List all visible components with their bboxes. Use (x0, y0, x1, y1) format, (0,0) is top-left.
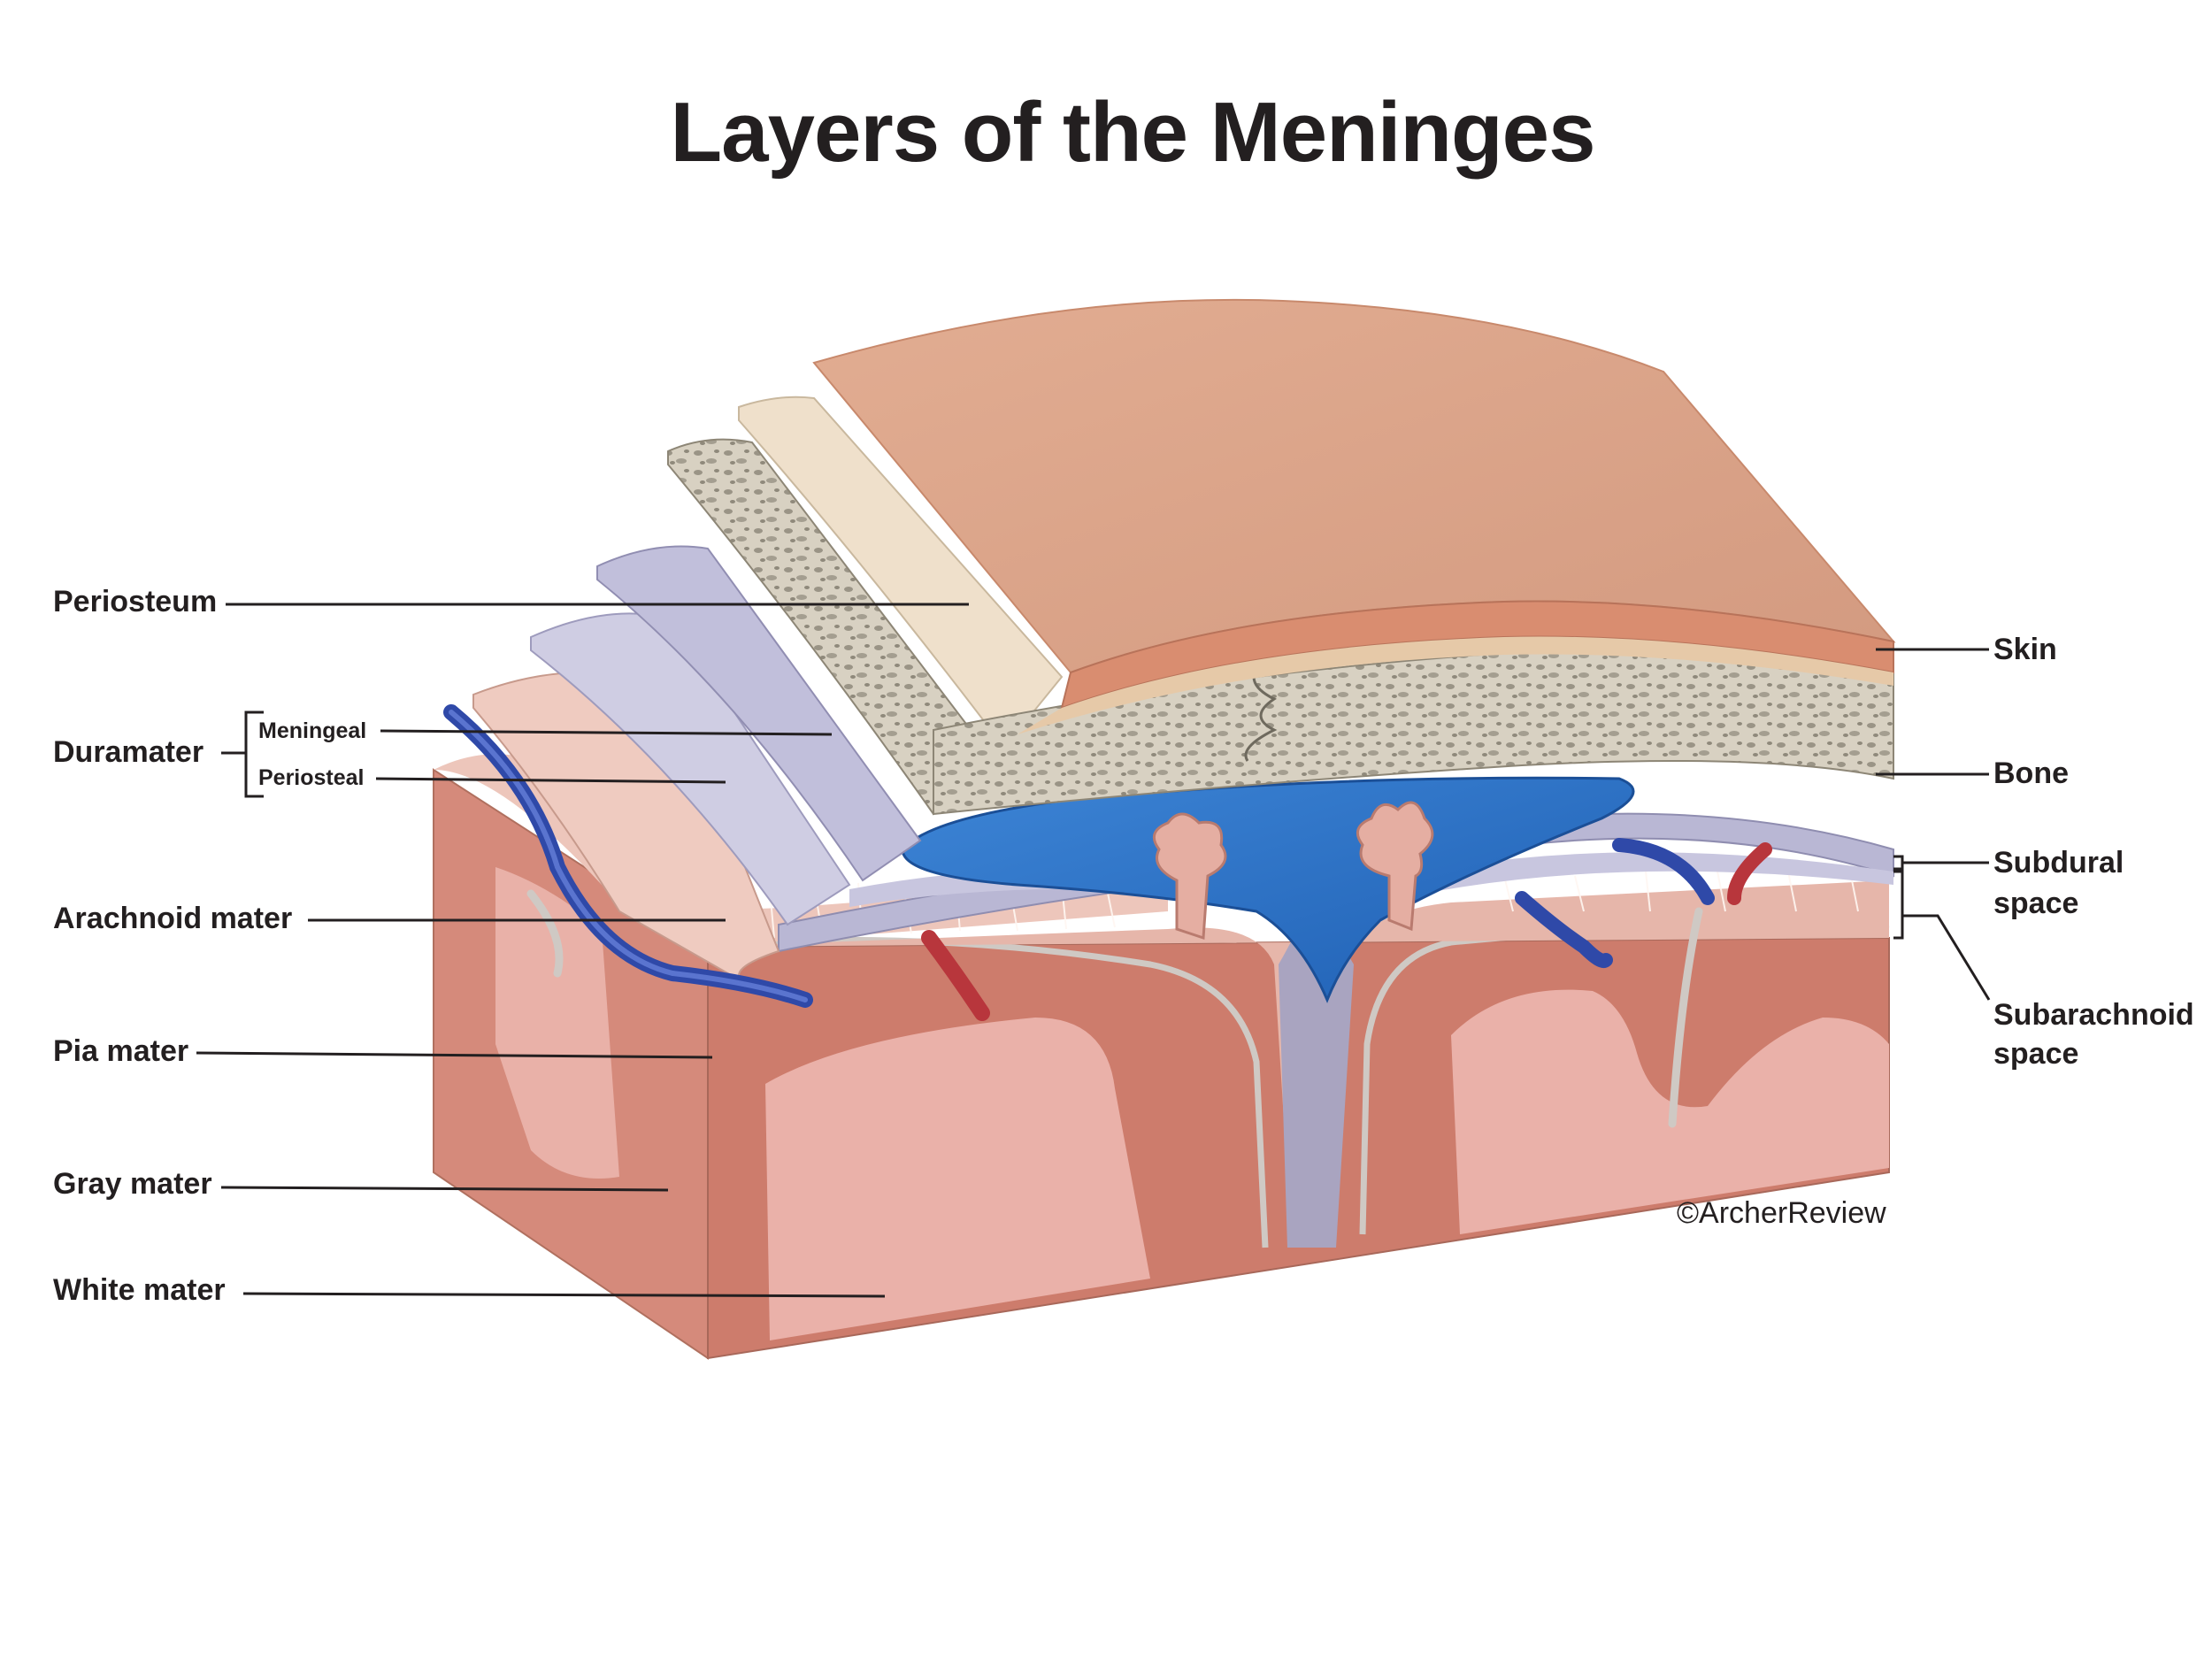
periosteal-dura-sheet (530, 612, 851, 926)
white-matter-left (765, 1018, 1150, 1340)
arachnoid-granulation-left (1152, 812, 1227, 941)
bone-suture (1244, 657, 1278, 762)
periosteum-sheet (738, 396, 1064, 749)
vein-right-1 (1515, 891, 1613, 968)
label-white-mater: White mater (53, 1273, 226, 1307)
skin-block (812, 298, 1896, 734)
artery-left (921, 930, 990, 1021)
bone-sheet (667, 438, 993, 816)
copyright-credit: ©ArcherReview (1677, 1196, 1886, 1230)
label-gray-mater: Gray mater (53, 1167, 212, 1201)
label-subdural-line2: space (1993, 887, 2079, 920)
leader-meningeal (380, 729, 833, 736)
page-title: Layers of the Meninges (670, 85, 1596, 180)
label-periosteal: Periosteal (258, 765, 365, 790)
vein-right-2 (1612, 838, 1715, 905)
pia-descending-right (1668, 907, 1703, 1128)
label-bone: Bone (1993, 757, 2069, 790)
label-subdural-line1: Subdural (1993, 846, 2124, 879)
leader-pia (196, 1051, 713, 1059)
label-arachnoid-mater: Arachnoid mater (53, 902, 293, 935)
leader-gray (220, 1186, 669, 1192)
label-duramater: Duramater (53, 735, 204, 769)
periosteum-cut-face (1018, 636, 1893, 734)
leader-lines (196, 603, 1991, 1298)
bracket-subarachnoid (1893, 870, 1991, 1001)
arachnoid-granulation-right (1356, 801, 1434, 932)
leader-white (242, 1292, 886, 1298)
white-matter-front (495, 867, 619, 1179)
layer-sheets (472, 396, 1064, 983)
label-pia-mater: Pia mater (53, 1034, 189, 1068)
label-skin: Skin (1993, 633, 2057, 666)
label-meningeal: Meningeal (258, 718, 367, 743)
bracket-subdural (1893, 855, 1989, 871)
label-subarachnoid-line2: space (1993, 1037, 2079, 1071)
vein-descending (526, 889, 564, 978)
leader-periosteal (375, 777, 726, 784)
label-subarachnoid-line1: Subarachnoid (1993, 998, 2194, 1032)
brain-block (433, 768, 1890, 1360)
bracket-duramater (221, 710, 264, 798)
meningeal-dura-sheet (596, 545, 922, 882)
artery-right (1727, 842, 1772, 905)
arachnoid-granulations (1152, 801, 1434, 941)
label-periosteum: Periosteum (53, 585, 218, 618)
